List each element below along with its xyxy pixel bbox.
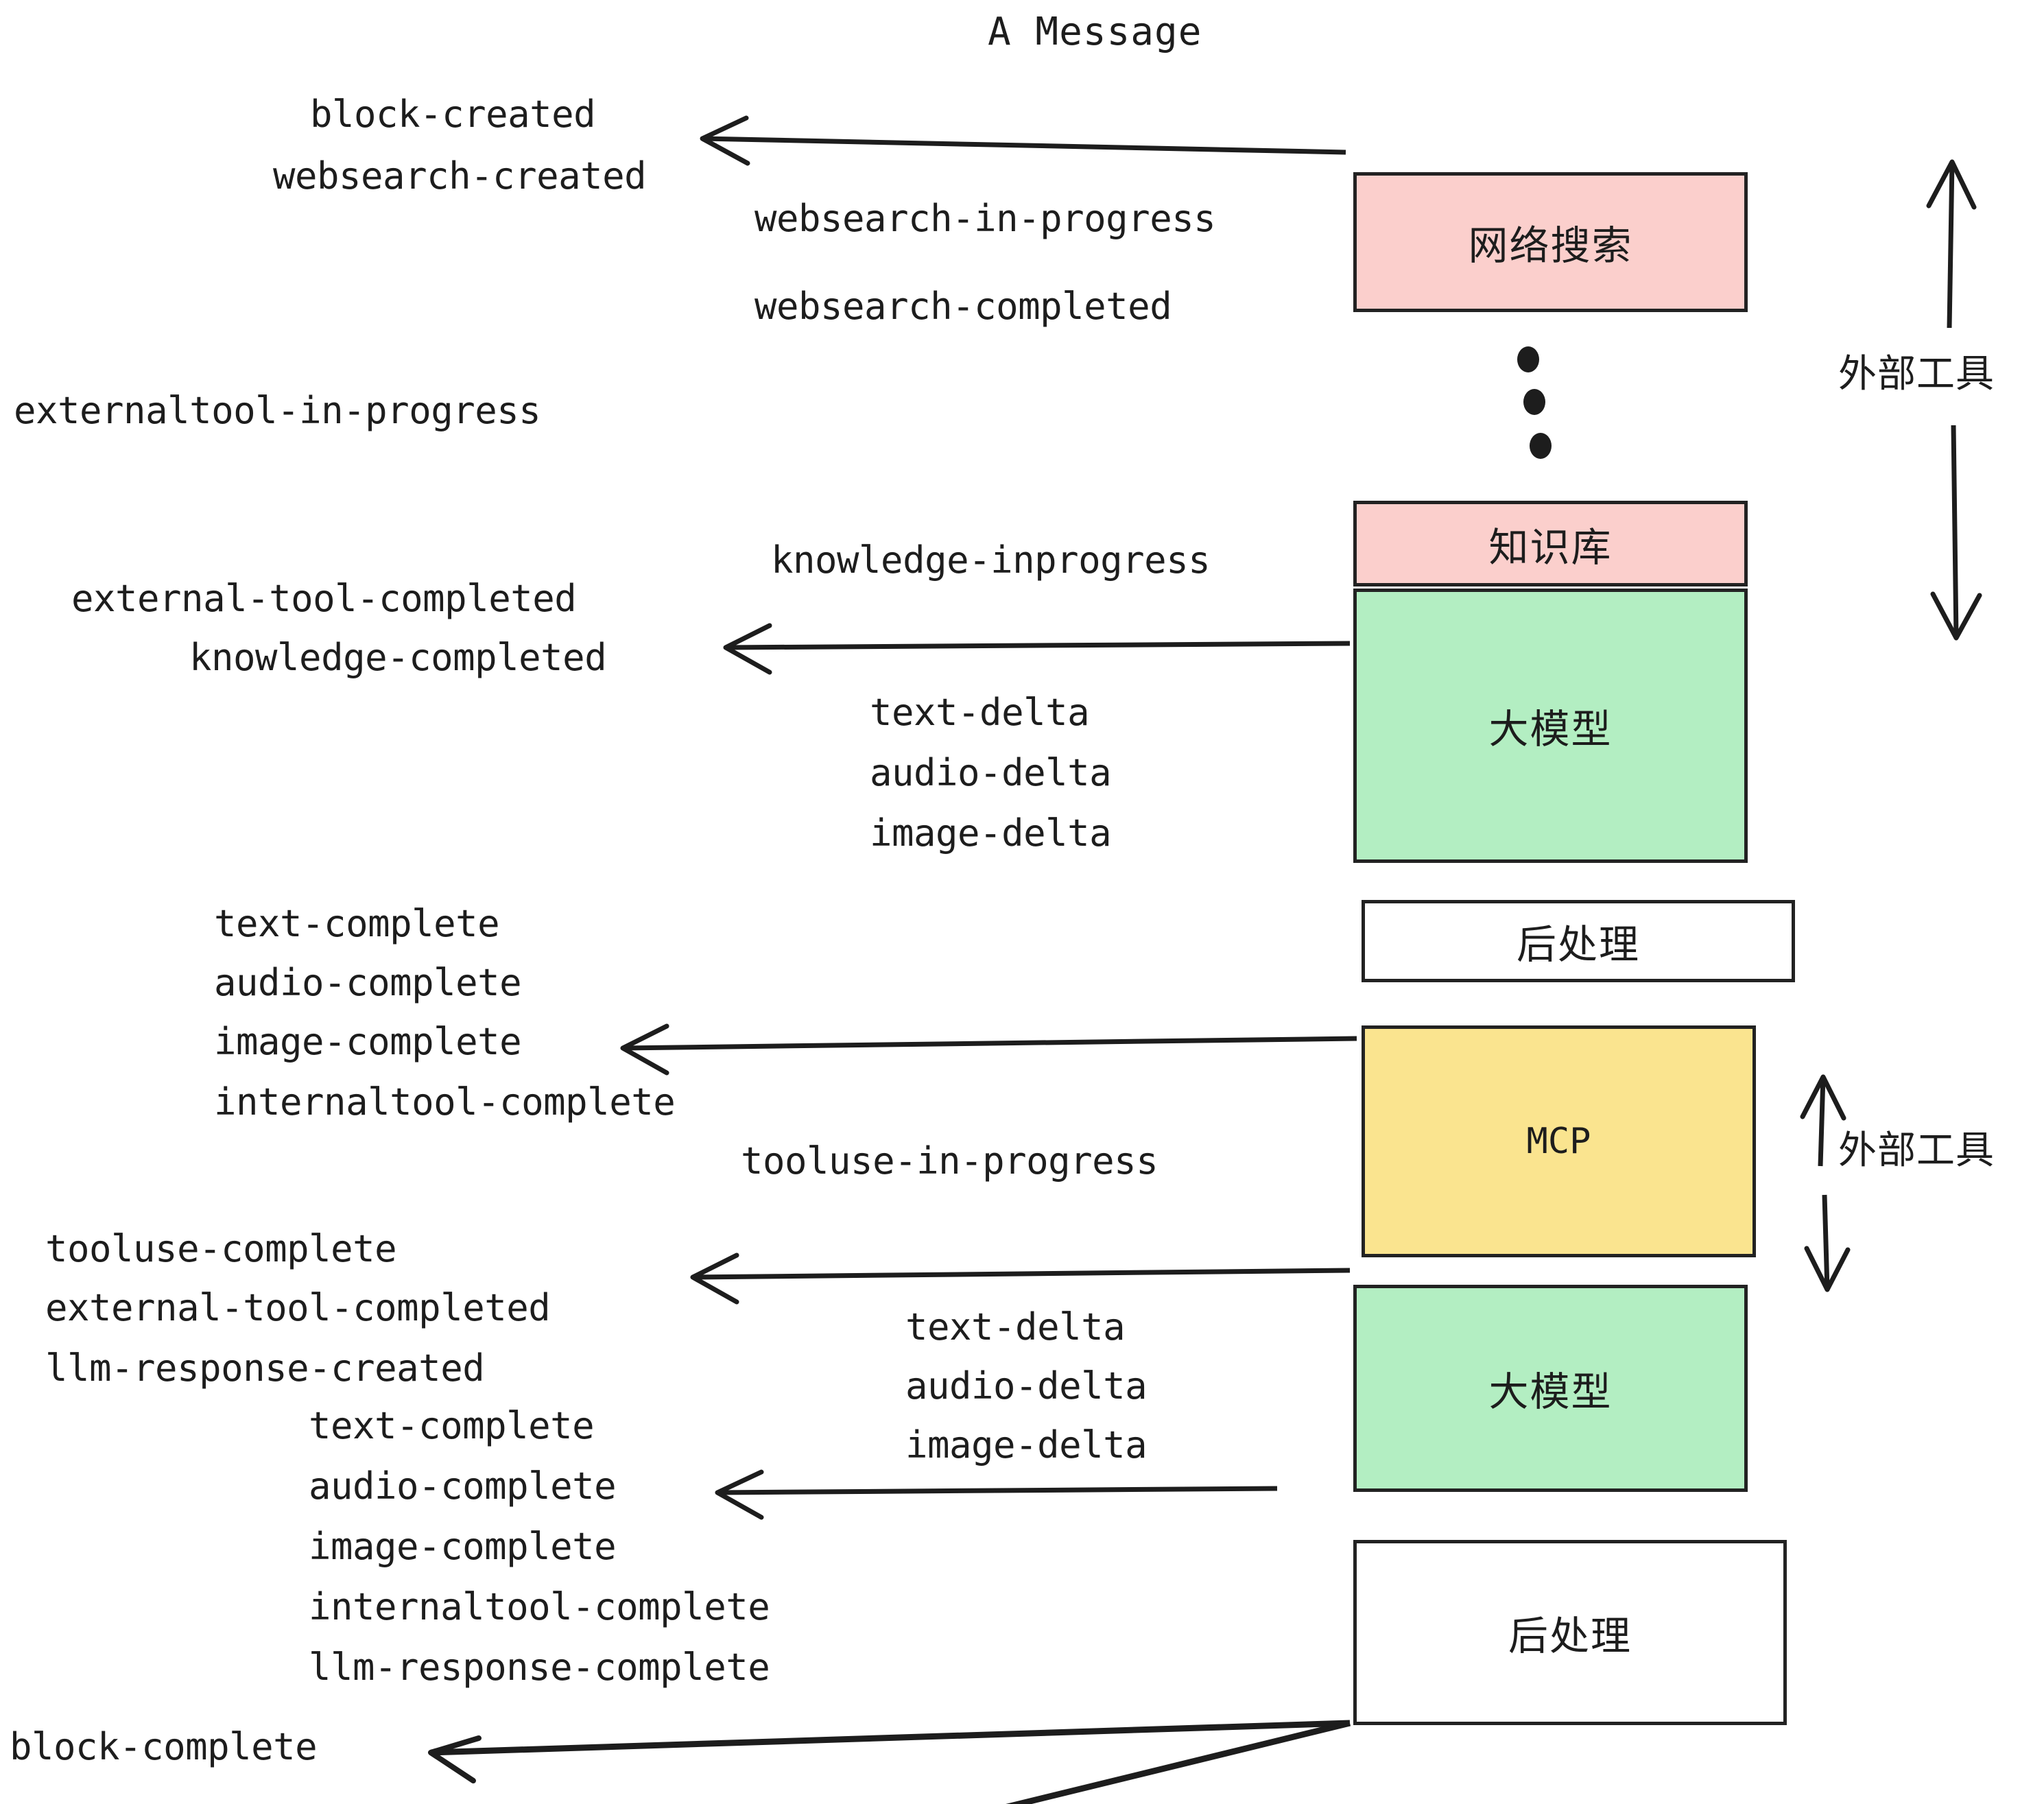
- arrow-websearch-to-created: [700, 115, 1346, 166]
- event-tooluse-in-progress: tooluse-in-progress: [741, 1139, 1158, 1183]
- group-label-external-tools-top: 外部工具: [1838, 352, 1995, 396]
- event-text-delta-2: text-delta: [905, 1305, 1126, 1349]
- node-postprocess-1[interactable]: 后处理: [1362, 900, 1795, 982]
- event-image-complete-1: image-complete: [214, 1020, 522, 1063]
- event-internaltool-complete-1: internaltool-complete: [214, 1080, 676, 1124]
- node-llm-2[interactable]: 大模型: [1353, 1285, 1748, 1492]
- node-mcp[interactable]: MCP: [1362, 1025, 1756, 1257]
- external-tools-bracket-top: [1926, 159, 1982, 641]
- event-knowledge-inprogress: knowledge-inprogress: [771, 538, 1211, 582]
- event-llm-response-created: llm-response-created: [45, 1346, 485, 1390]
- event-audio-complete-1: audio-complete: [214, 961, 522, 1004]
- node-websearch[interactable]: 网络搜索: [1353, 172, 1748, 312]
- event-tooluse-complete: tooluse-complete: [45, 1227, 397, 1270]
- arrow-llm2-to-audio-complete: [715, 1469, 1278, 1520]
- arrow-postprocess1-to-image-complete: [620, 1023, 1357, 1076]
- group-label-external-tools-bottom: 外部工具: [1838, 1128, 1995, 1173]
- event-external-tool-completed-2: external-tool-completed: [45, 1286, 551, 1329]
- ellipsis-dots: [1517, 346, 1552, 459]
- event-websearch-completed: websearch-completed: [754, 285, 1172, 328]
- event-externaltool-in-progress: externaltool-in-progress: [14, 389, 541, 432]
- node-llm-1-label: 大模型: [1488, 706, 1613, 752]
- arrow-knowledge-to-completed: [723, 623, 1351, 675]
- arrow-mcp-to-tooluse-complete: [690, 1253, 1351, 1305]
- event-image-complete-2: image-complete: [309, 1525, 617, 1568]
- event-image-delta-2: image-delta: [905, 1423, 1148, 1467]
- event-audio-delta-1: audio-delta: [870, 751, 1112, 794]
- external-tools-bracket-bottom: [1800, 1074, 1851, 1292]
- node-llm-1[interactable]: 大模型: [1353, 589, 1748, 863]
- node-knowledge-label: 知识库: [1488, 523, 1613, 571]
- arrow-postprocess2-to-block-complete: [428, 1720, 1351, 1804]
- event-block-complete: block-complete: [10, 1725, 318, 1768]
- page-title: A Message: [988, 10, 1202, 54]
- event-internaltool-complete-2: internaltool-complete: [309, 1585, 770, 1628]
- event-audio-delta-2: audio-delta: [905, 1364, 1148, 1408]
- event-websearch-in-progress: websearch-in-progress: [754, 197, 1216, 240]
- event-image-delta-1: image-delta: [870, 811, 1112, 855]
- node-websearch-label: 网络搜索: [1468, 222, 1633, 269]
- event-block-created: block-created: [310, 93, 596, 136]
- event-knowledge-completed: knowledge-completed: [189, 636, 607, 679]
- event-llm-response-complete: llm-response-complete: [309, 1646, 770, 1689]
- event-text-complete-1: text-complete: [214, 902, 500, 945]
- event-external-tool-completed-1: external-tool-completed: [71, 577, 577, 620]
- node-knowledge[interactable]: 知识库: [1353, 501, 1748, 586]
- node-postprocess-2-label: 后处理: [1508, 1613, 1632, 1659]
- node-postprocess-2[interactable]: 后处理: [1353, 1540, 1787, 1725]
- node-postprocess-1-label: 后处理: [1516, 921, 1640, 968]
- node-llm-2-label: 大模型: [1488, 1368, 1613, 1415]
- event-websearch-created: websearch-created: [273, 154, 647, 198]
- event-text-complete-2: text-complete: [309, 1404, 595, 1447]
- event-audio-complete-2: audio-complete: [309, 1464, 617, 1508]
- node-mcp-label: MCP: [1526, 1121, 1591, 1162]
- event-text-delta-1: text-delta: [870, 691, 1090, 734]
